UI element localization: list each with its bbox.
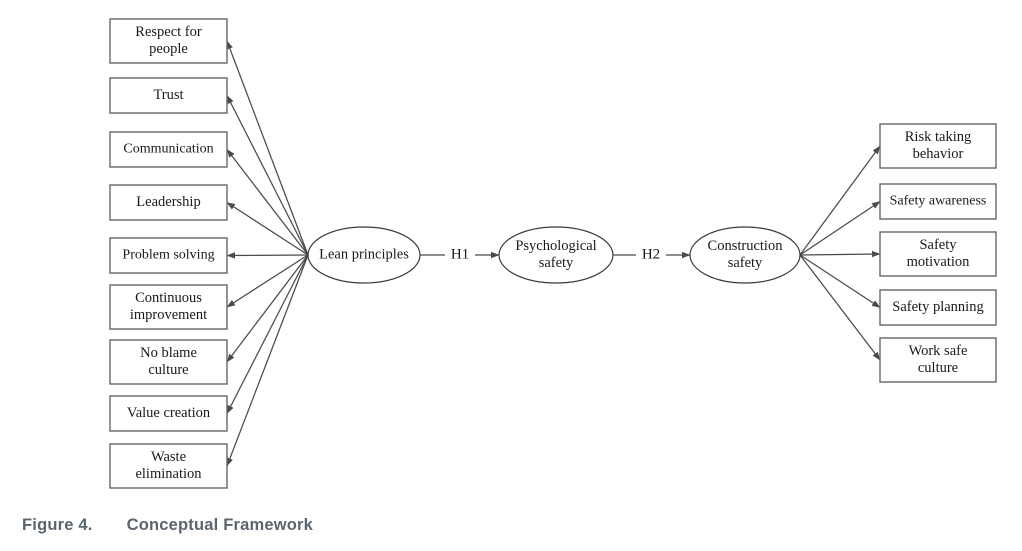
safety-outcome-box-label: Risk taking xyxy=(905,129,971,145)
lean-indicator-box-label: Communication xyxy=(123,142,213,157)
lean-indicator-box-label: Waste xyxy=(151,449,186,465)
lean-indicator-box-label: No blame xyxy=(140,345,197,361)
framework-svg: Respect forpeopleTrustCommunicationLeade… xyxy=(109,18,997,489)
edge-construction-to-outcome-0 xyxy=(799,145,881,256)
lean-indicator-box-label: Value creation xyxy=(127,405,211,421)
lean-indicator-box-4: Problem solving xyxy=(109,237,228,274)
figure-number: Figure 4. xyxy=(22,516,93,534)
lean-indicator-box-label: Leadership xyxy=(136,194,200,210)
hypothesis-label-H2: H2 xyxy=(642,246,660,262)
hypothesis-label-H1: H1 xyxy=(451,246,469,262)
safety-outcome-box-label: Safety xyxy=(919,237,957,253)
lean-indicator-box-1: Trust xyxy=(109,77,228,114)
construct-lean: Lean principles xyxy=(307,226,421,284)
edge-lean-to-indicator-5 xyxy=(226,254,309,308)
edge-lean-to-indicator-6 xyxy=(226,254,309,363)
edge-lean-to-indicator-1 xyxy=(226,95,309,256)
safety-outcome-box-label: Safety awareness xyxy=(890,194,987,209)
safety-outcome-box-label: culture xyxy=(918,360,958,376)
lean-indicator-box-label: Problem solving xyxy=(122,248,214,263)
lean-indicator-box-label: improvement xyxy=(130,307,207,323)
safety-outcome-box-label: Work safe xyxy=(909,343,968,359)
edge-construction-to-outcome-3 xyxy=(799,254,881,309)
lean-indicator-box-label: culture xyxy=(148,362,188,378)
lean-indicator-box-label: elimination xyxy=(135,466,202,482)
construct-constr-label: safety xyxy=(728,255,763,271)
safety-outcome-box-label: Safety planning xyxy=(892,299,983,315)
lean-indicator-box-label: people xyxy=(149,41,188,57)
safety-outcome-box-1: Safety awareness xyxy=(879,183,997,220)
figure-title: Conceptual Framework xyxy=(126,516,314,534)
edge-lean-to-indicator-2 xyxy=(226,149,309,256)
edge-construction-to-outcome-2 xyxy=(799,250,881,258)
edge-lean-to-indicator-3 xyxy=(226,201,309,256)
edge-lean-to-indicator-7 xyxy=(226,254,309,414)
lean-indicator-edges xyxy=(226,40,309,467)
edge-lean-to-indicator-8 xyxy=(226,254,309,467)
construct-lean-label: Lean principles xyxy=(319,246,409,262)
construct-psych-label: safety xyxy=(539,255,574,271)
lean-indicator-box-7: Value creation xyxy=(109,395,228,432)
lean-indicator-box-label: Trust xyxy=(153,87,183,103)
construct-psych-label: Psychological xyxy=(515,238,596,254)
lean-indicator-box-label: Respect for xyxy=(135,24,202,40)
lean-indicator-box-label: Continuous xyxy=(135,290,202,306)
edge-construction-to-outcome-1 xyxy=(799,200,881,256)
figure-caption: Figure 4. Conceptual Framework xyxy=(0,500,1022,551)
lean-indicator-box-3: Leadership xyxy=(109,184,228,221)
edge-construction-to-outcome-4 xyxy=(799,254,881,361)
safety-outcome-box-label: behavior xyxy=(913,146,964,162)
safety-outcome-box-3: Safety planning xyxy=(879,289,997,326)
lean-indicator-boxes: Respect forpeopleTrustCommunicationLeade… xyxy=(109,18,228,489)
latent-construct-ellipses: Lean principlesPsychologicalsafetyConstr… xyxy=(307,226,801,284)
lean-indicator-box-2: Communication xyxy=(109,131,228,168)
hypothesis-labels: H1 H2 xyxy=(451,246,660,262)
safety-outcome-edges xyxy=(799,145,881,361)
edge-lean-to-indicator-0 xyxy=(226,40,309,256)
construct-constr-label: Construction xyxy=(708,238,784,254)
safety-outcome-box-label: motivation xyxy=(907,254,971,270)
edge-lean-to-indicator-4 xyxy=(226,252,309,259)
